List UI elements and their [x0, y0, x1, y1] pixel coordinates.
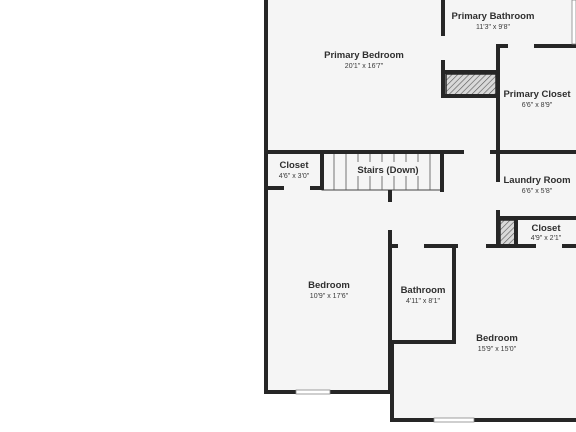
svg-text:Closet: Closet [531, 223, 561, 234]
svg-text:6'6" x 8'9": 6'6" x 8'9" [522, 102, 553, 109]
svg-text:Bathroom: Bathroom [401, 285, 446, 296]
room-label-bedroom-right: Bedroom 15'9" x 15'0" [476, 333, 518, 353]
svg-text:Primary Bedroom: Primary Bedroom [324, 50, 404, 61]
svg-text:15'9" x 15'0": 15'9" x 15'0" [478, 346, 517, 353]
windows [295, 0, 576, 423]
floor-area [266, 0, 576, 422]
room-label-stairs: Stairs (Down) [352, 162, 424, 176]
svg-text:20'1" x 16'7": 20'1" x 16'7" [345, 63, 384, 70]
svg-text:Stairs (Down): Stairs (Down) [357, 165, 418, 176]
svg-text:4'6" x 3'0": 4'6" x 3'0" [279, 173, 310, 180]
svg-text:10'9" x 17'6": 10'9" x 17'6" [310, 293, 349, 300]
room-label-primary-closet: Primary Closet 6'6" x 8'9" [503, 89, 571, 109]
room-label-laundry-room: Laundry Room 6'6" x 5'8" [503, 175, 570, 195]
hatched-shaft-top [445, 73, 497, 97]
svg-text:6'6" x 5'8": 6'6" x 5'8" [522, 188, 553, 195]
hatched-shaft-right [499, 219, 517, 246]
svg-text:Bedroom: Bedroom [308, 280, 350, 291]
svg-text:Primary Bathroom: Primary Bathroom [452, 11, 535, 22]
room-label-bathroom: Bathroom 4'11" x 8'1" [401, 285, 446, 305]
svg-text:Laundry Room: Laundry Room [503, 175, 570, 186]
svg-text:Primary Closet: Primary Closet [503, 89, 571, 100]
room-label-primary-bathroom: Primary Bathroom 11'3" x 9'8" [452, 11, 535, 31]
svg-text:4'9" x 2'1": 4'9" x 2'1" [531, 235, 562, 242]
svg-text:Closet: Closet [279, 160, 309, 171]
room-label-bedroom-left: Bedroom 10'9" x 17'6" [308, 280, 350, 300]
walls [264, 0, 576, 422]
room-label-primary-bedroom: Primary Bedroom 20'1" x 16'7" [324, 50, 404, 70]
room-label-closet-left: Closet 4'6" x 3'0" [279, 160, 310, 180]
svg-text:4'11" x 8'1": 4'11" x 8'1" [406, 298, 440, 305]
svg-text:Bedroom: Bedroom [476, 333, 518, 344]
room-label-closet-right: Closet 4'9" x 2'1" [531, 223, 562, 242]
svg-text:11'3" x 9'8": 11'3" x 9'8" [476, 24, 510, 31]
